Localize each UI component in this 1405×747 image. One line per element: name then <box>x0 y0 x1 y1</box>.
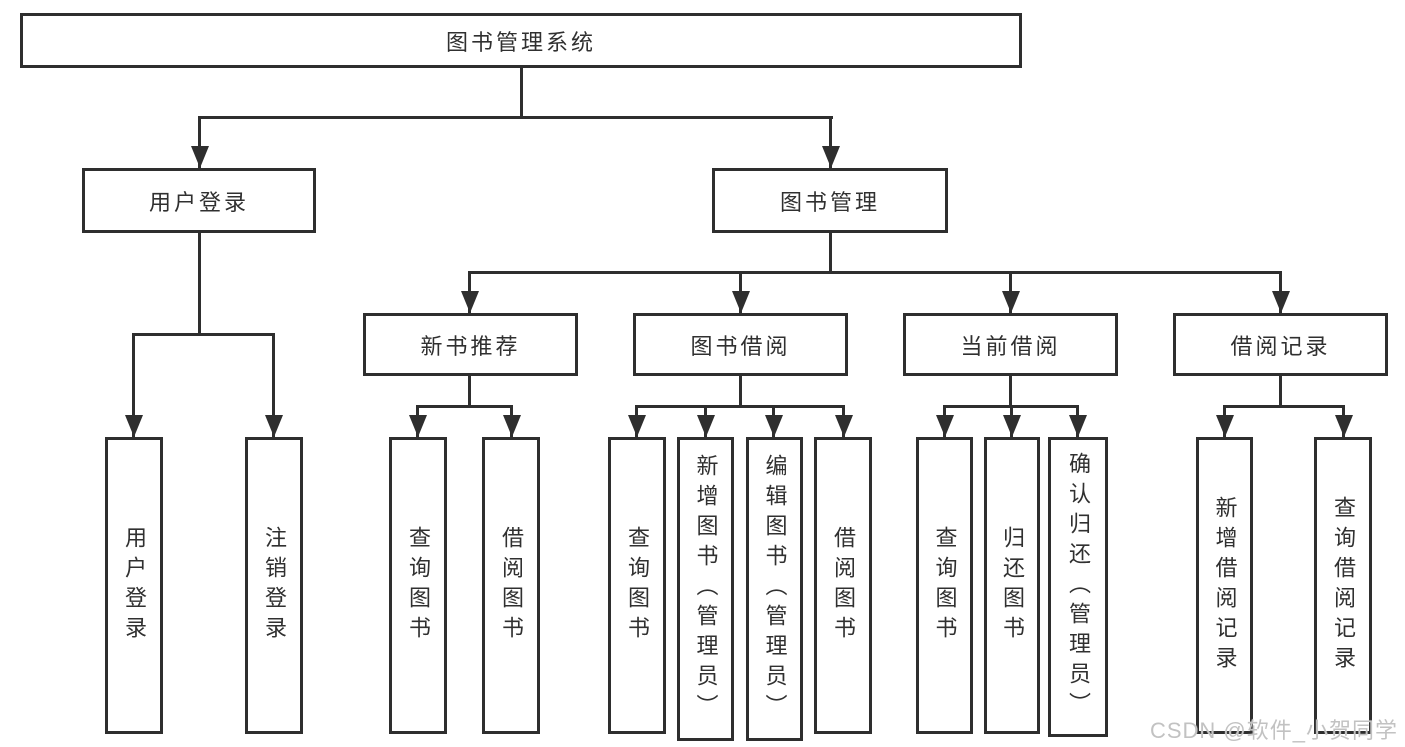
connector-book-borrow-branch <box>635 405 845 408</box>
leaf-cb-confirm-return-admin-label: 确认归还（管理员） <box>1066 452 1091 722</box>
connector-current-borrow-drop <box>1009 376 1012 407</box>
node-current-borrowing: 当前借阅 <box>903 313 1118 376</box>
arrow-down-icon <box>1003 415 1021 437</box>
leaf-logout: 注销登录 <box>245 437 303 734</box>
leaf-logout-label: 注销登录 <box>262 525 287 646</box>
node-user-login-label: 用户登录 <box>148 189 249 215</box>
leaf-user-login-label: 用户登录 <box>122 525 147 646</box>
connector-root-drop <box>520 66 523 118</box>
node-new-book-recommend: 新书推荐 <box>363 313 578 376</box>
node-book-management-label: 图书管理 <box>779 189 880 215</box>
connector-new-book-rec-branch <box>416 405 513 408</box>
node-new-book-recommend-label: 新书推荐 <box>420 333 521 359</box>
connector-borrow-record-drop <box>1279 376 1282 407</box>
arrow-down-icon <box>1002 291 1020 313</box>
connector-leaf-logout-stem <box>272 333 275 437</box>
leaf-br-add-record-label: 新增借阅记录 <box>1212 495 1238 676</box>
node-current-borrowing-label: 当前借阅 <box>960 333 1061 359</box>
leaf-br-query-record-label: 查询借阅记录 <box>1331 495 1356 676</box>
leaf-bb-edit-books-admin-label: 编辑图书（管理员） <box>762 454 788 724</box>
arrow-down-icon <box>265 415 283 437</box>
node-book-borrowing: 图书借阅 <box>633 313 848 376</box>
leaf-bb-borrow-books: 借阅图书 <box>814 437 872 734</box>
node-book-management: 图书管理 <box>712 168 948 233</box>
arrow-down-icon <box>1335 415 1353 437</box>
leaf-bb-add-books-admin-label: 新增图书（管理员） <box>693 454 719 724</box>
connector-user-login-stem <box>198 116 201 168</box>
connector-root-branch <box>198 116 833 119</box>
node-borrowing-records: 借阅记录 <box>1173 313 1388 376</box>
arrow-down-icon <box>697 415 715 437</box>
connector-new-book-rec-drop <box>468 376 471 407</box>
arrow-down-icon <box>409 415 427 437</box>
connector-book-mgmt-drop <box>829 233 832 274</box>
leaf-bb-query-books-label: 查询图书 <box>625 525 650 646</box>
connector-user-login-drop <box>198 233 201 335</box>
leaf-nbr-query-books: 查询图书 <box>389 437 447 734</box>
leaf-nbr-query-books-label: 查询图书 <box>406 525 431 646</box>
connector-book-borrow-drop <box>739 376 742 407</box>
arrow-down-icon <box>936 415 954 437</box>
arrow-down-icon <box>1216 415 1234 437</box>
node-book-borrowing-label: 图书借阅 <box>690 333 791 359</box>
arrow-down-icon <box>1069 415 1087 437</box>
leaf-bb-edit-books-admin: 编辑图书（管理员） <box>746 437 803 741</box>
arrow-down-icon <box>835 415 853 437</box>
connector-borrow-record-branch <box>1223 405 1344 408</box>
arrow-down-icon <box>1272 291 1290 313</box>
leaf-br-query-record: 查询借阅记录 <box>1314 437 1372 734</box>
leaf-cb-confirm-return-admin: 确认归还（管理员） <box>1048 437 1108 737</box>
leaf-user-login: 用户登录 <box>105 437 163 734</box>
leaf-cb-return-books-label: 归还图书 <box>1000 525 1025 646</box>
leaf-bb-borrow-books-label: 借阅图书 <box>831 525 856 646</box>
connector-book-mgmt-branch <box>468 271 1281 274</box>
node-book-management-system: 图书管理系统 <box>20 13 1022 68</box>
leaf-nbr-borrow-books: 借阅图书 <box>482 437 540 734</box>
watermark: CSDN @软件_小贺同学 <box>1149 718 1398 743</box>
arrow-down-icon <box>628 415 646 437</box>
node-borrowing-records-label: 借阅记录 <box>1230 333 1331 359</box>
node-user-login: 用户登录 <box>82 168 316 233</box>
leaf-bb-query-books: 查询图书 <box>608 437 666 734</box>
leaf-cb-query-books: 查询图书 <box>916 437 973 734</box>
arrow-down-icon <box>822 146 840 168</box>
connector-book-mgmt-stem <box>829 116 832 168</box>
leaf-cb-return-books: 归还图书 <box>984 437 1040 734</box>
leaf-bb-add-books-admin: 新增图书（管理员） <box>677 437 734 741</box>
connector-leaf-user-login-stem <box>132 333 135 437</box>
arrow-down-icon <box>732 291 750 313</box>
arrow-down-icon <box>461 291 479 313</box>
leaf-br-add-record: 新增借阅记录 <box>1196 437 1253 734</box>
leaf-nbr-borrow-books-label: 借阅图书 <box>499 525 524 646</box>
leaf-cb-query-books-label: 查询图书 <box>932 525 958 646</box>
arrow-down-icon <box>191 146 209 168</box>
arrow-down-icon <box>125 415 143 437</box>
connector-user-login-branch <box>132 333 275 336</box>
arrow-down-icon <box>765 415 783 437</box>
node-book-management-system-label: 图书管理系统 <box>445 29 596 55</box>
arrow-down-icon <box>503 415 521 437</box>
